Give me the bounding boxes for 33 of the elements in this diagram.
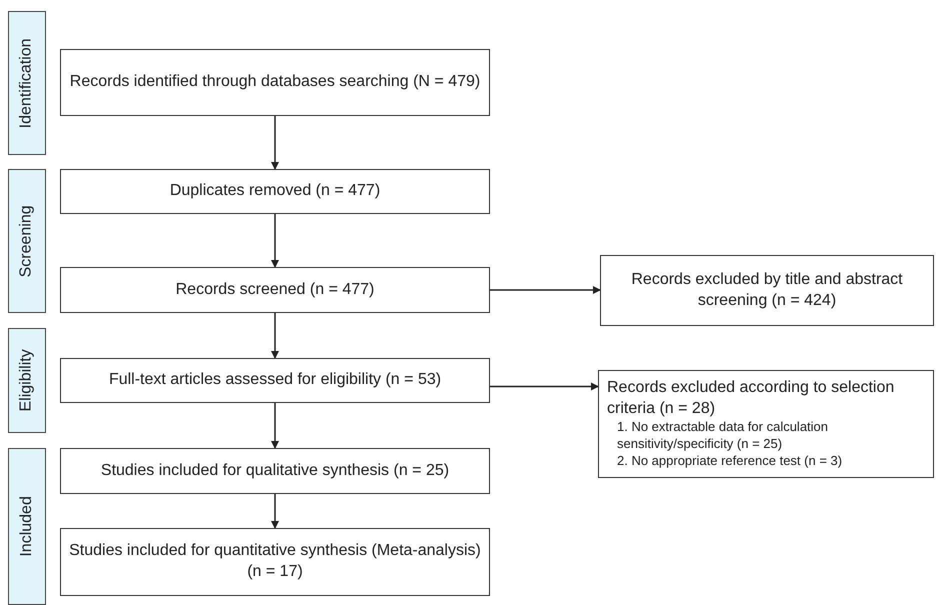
- exclusion-box: [598, 370, 934, 478]
- process-box: [600, 255, 934, 326]
- stage-label: Identification: [16, 38, 36, 128]
- process-box: [60, 528, 490, 596]
- stage-band: [8, 169, 46, 313]
- arrow: [271, 313, 279, 359]
- stage-label: Screening: [16, 204, 36, 278]
- process-box: [60, 448, 490, 494]
- box-text: Records excluded by title and abstract screening (n = 424): [630, 270, 904, 310]
- process-box: [60, 169, 490, 214]
- box-text: Records screened (n = 477): [176, 280, 374, 300]
- box-text: Studies included for qualitative synthesis (n = 25): [100, 460, 450, 481]
- arrow: [271, 116, 279, 170]
- arrow: [490, 382, 599, 390]
- stage-label: Eligibility: [16, 349, 36, 412]
- criterion-text: 2. No appropriate reference test (n = 3): [616, 453, 844, 470]
- stage-band: [8, 11, 46, 155]
- box-text: Records excluded according to selection criteria (n = 28): [607, 378, 896, 419]
- process-box: [60, 49, 490, 116]
- arrow: [271, 214, 279, 268]
- arrow: [490, 286, 601, 294]
- stage-label: Included: [16, 496, 36, 557]
- process-box: [60, 358, 490, 403]
- stage-band: [8, 328, 46, 433]
- box-text: Records identified through databases searching (N = 479): [70, 72, 480, 92]
- box-text: Studies included for quantitative synthesis (Meta-analysis) (n = 17): [69, 541, 481, 582]
- stage-band: [8, 448, 46, 605]
- box-text: Duplicates removed (n = 477): [170, 181, 380, 202]
- process-box: [60, 267, 490, 313]
- box-text: Full-text articles assessed for eligibility (n = 53): [108, 370, 442, 390]
- arrow: [271, 403, 279, 449]
- criterion-text: 1. No extractable data for calculation sensitivity/specificity (n = 25): [616, 419, 830, 454]
- arrow: [271, 494, 279, 529]
